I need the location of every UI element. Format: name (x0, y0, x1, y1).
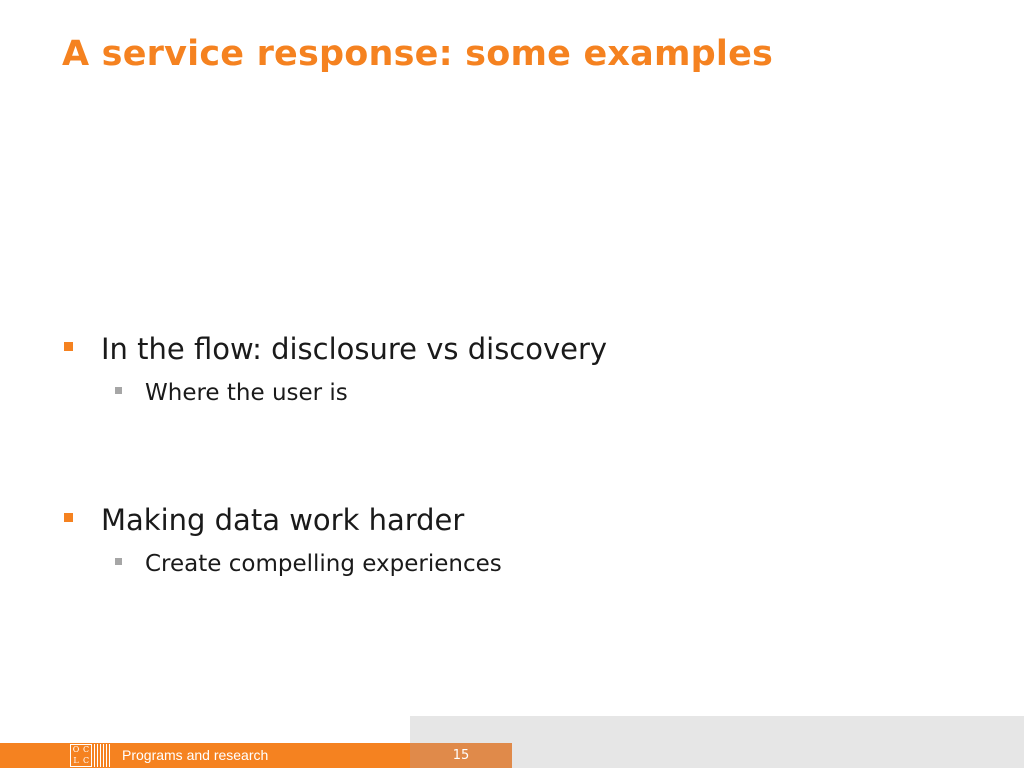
bullet-item: In the flow: disclosure vs discovery (64, 332, 607, 366)
sub-bullet-item: Create compelling experiences (115, 551, 502, 577)
footer-bar (0, 743, 410, 768)
square-bullet-icon (64, 513, 73, 522)
sub-bullet-text: Where the user is (145, 380, 348, 406)
logo-letter: C (82, 755, 90, 765)
footer-text: Programs and research (122, 747, 269, 763)
bullet-item: Making data work harder (64, 503, 464, 537)
bullet-text: Making data work harder (101, 503, 465, 537)
square-sub-bullet-icon (115, 558, 122, 565)
bullet-text: In the flow: disclosure vs discovery (101, 332, 608, 366)
square-sub-bullet-icon (115, 387, 122, 394)
square-bullet-icon (64, 342, 73, 351)
slide-title: A service response: some examples (62, 34, 774, 74)
logo-stripes (94, 744, 110, 767)
sub-bullet-text: Create compelling experiences (145, 551, 502, 577)
logo-letter: O (72, 745, 80, 754)
page-number: 15 (410, 743, 512, 768)
sub-bullet-item: Where the user is (115, 380, 348, 406)
logo-letters: O C L C (70, 744, 92, 767)
logo-letter: L (73, 755, 79, 765)
logo-letter: C (82, 745, 90, 754)
oclc-logo-icon: O C L C (70, 744, 110, 767)
footer-gray-panel (410, 716, 1024, 768)
